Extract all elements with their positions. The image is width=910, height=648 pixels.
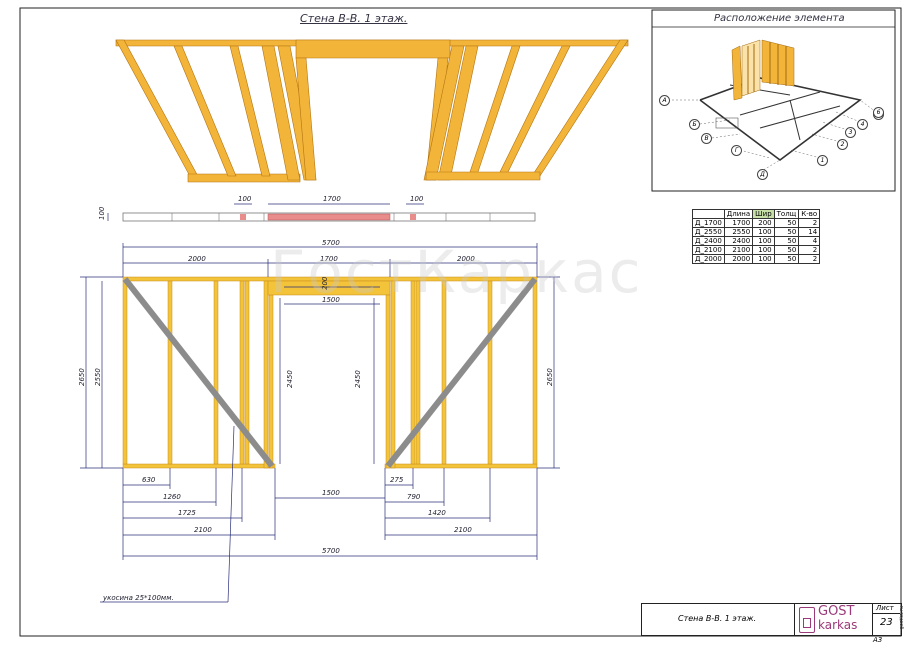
dim-630: 630 [142, 476, 156, 484]
spec-cell: Д_1700 [692, 218, 725, 228]
axis-marker: 4 [857, 119, 868, 130]
spec-cell: 2 [798, 245, 821, 255]
wall-elevation [122, 276, 538, 469]
spec-cell: 2000 [723, 254, 754, 264]
logo-karkas: karkas [818, 618, 858, 632]
brace-right [385, 277, 538, 468]
axis-marker: Д [757, 169, 768, 180]
spec-cell: 100 [752, 254, 775, 264]
spec-cell: 2100 [723, 245, 754, 255]
drawing-title: Стена В-В. 1 этаж. [300, 12, 408, 25]
spec-cell: 50 [773, 218, 800, 228]
spec-cell: 14 [798, 227, 821, 237]
spec-header: Шир [752, 209, 775, 219]
spec-header: Длина [723, 209, 754, 219]
title-block: Стена В-В. 1 этаж. GOST karkas Лист 23 [641, 603, 902, 636]
location-frame [651, 9, 896, 192]
plan-strip [107, 203, 536, 222]
dim-1500-opening: 1500 [322, 296, 340, 304]
spec-cell: 200 [752, 218, 775, 228]
site-label: gostka.ru [899, 606, 905, 630]
dim-1700-mid: 1700 [320, 255, 338, 263]
dim-1260: 1260 [163, 493, 181, 501]
spec-header [692, 209, 725, 219]
dim-2650-right: 2650 [546, 368, 554, 386]
dim-1700-plan: 1700 [323, 195, 341, 203]
wall-3d-view [115, 39, 629, 183]
spec-cell: Д_2100 [692, 245, 725, 255]
dim-275: 275 [390, 476, 404, 484]
axis-marker: А [659, 95, 670, 106]
dim-2100-right: 2100 [454, 526, 472, 534]
spec-header: Толщ [773, 209, 800, 219]
spec-cell: 50 [773, 236, 800, 246]
dimension-lines [80, 243, 560, 603]
spec-cell: 50 [773, 227, 800, 237]
dim-100-left: 100 [238, 195, 252, 203]
spec-cell: 50 [773, 254, 800, 264]
axis-marker: Г [731, 145, 742, 156]
spec-cell: 2400 [723, 236, 754, 246]
dim-5700-bottom: 5700 [322, 547, 340, 555]
dim-1500-bottom: 1500 [322, 489, 340, 497]
watermark: ГостКаркас [270, 238, 643, 306]
location-plan [672, 39, 877, 173]
logo-icon [799, 607, 815, 633]
spec-cell: Д_2400 [692, 236, 725, 246]
spec-cell: 1700 [723, 218, 754, 228]
spec-cell: 2550 [723, 227, 754, 237]
stamp-name: Стена В-В. 1 этаж. [678, 614, 757, 623]
spec-cell: 4 [798, 236, 821, 246]
logo-gost: GOST [818, 604, 855, 619]
dimension-labels: 100 1700 100 100 5700 2000 1700 2000 200… [78, 195, 554, 602]
brace-left [122, 277, 275, 468]
axis-marker: 2 [837, 139, 848, 150]
dim-790: 790 [407, 493, 421, 501]
spec-cell: 100 [752, 245, 775, 255]
sheet-number: 23 [880, 617, 893, 628]
dim-100-right: 100 [410, 195, 424, 203]
dim-2100-left: 2100 [194, 526, 212, 534]
spec-cell: 100 [752, 227, 775, 237]
dim-2450-right: 2450 [354, 370, 362, 388]
axis-marker: В [701, 133, 712, 144]
dim-2550-left: 2550 [94, 368, 102, 386]
spec-cell: 100 [752, 236, 775, 246]
location-title: Расположение элемента [714, 13, 845, 24]
dim-2000-right: 2000 [457, 255, 475, 263]
spec-cell: 2 [798, 254, 821, 264]
sheet-border [19, 7, 902, 637]
axis-marker: Б [689, 119, 700, 130]
format-label: А3 [873, 636, 883, 644]
sheet-label: Лист [876, 604, 894, 612]
dim-2450-left: 2450 [286, 370, 294, 388]
spec-cell: 2 [798, 218, 821, 228]
dim-200: 200 [321, 276, 329, 290]
dim-100-side: 100 [98, 206, 106, 220]
dim-1725: 1725 [178, 509, 196, 517]
dim-2000-left: 2000 [188, 255, 206, 263]
dim-5700-top: 5700 [322, 239, 340, 247]
spec-cell: Д_2550 [692, 227, 725, 237]
axis-marker: 3 [845, 127, 856, 138]
header-beam [267, 280, 391, 296]
dim-2650-left: 2650 [78, 368, 86, 386]
brace-note: укосина 25*100мм. [102, 594, 174, 602]
axis-marker: 6 [873, 107, 884, 118]
spec-header: К-во [798, 209, 821, 219]
dim-1420: 1420 [428, 509, 446, 517]
spec-cell: Д_2000 [692, 254, 725, 264]
opening-section [267, 213, 391, 221]
axis-marker: 1 [817, 155, 828, 166]
spec-cell: 50 [773, 245, 800, 255]
